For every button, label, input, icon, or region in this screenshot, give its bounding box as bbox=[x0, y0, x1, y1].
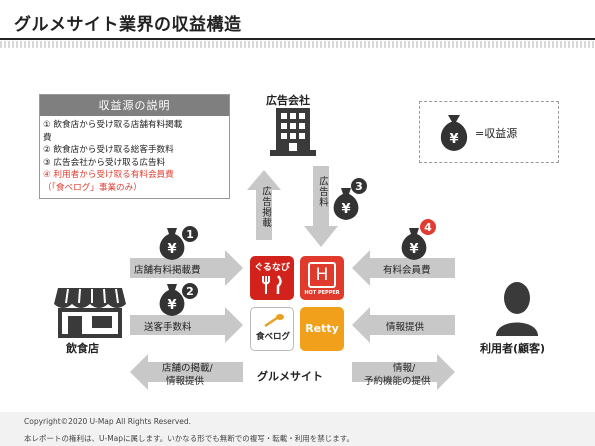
legend-item-3: ③ 広告会社から受け取る広告料 bbox=[43, 157, 166, 168]
legend-box: 収益源の説明 ① 飲食店から受け取る店舗有料掲載 費 ② 飲食店から受け取る総客… bbox=[39, 94, 230, 199]
notice-text: 本レポートの権利は、U-Mapに属します。いかなる形でも無断での複写・転載・利用… bbox=[24, 434, 355, 443]
copyright-text: Copyright©2020 U-Map All Rights Reserved… bbox=[24, 417, 192, 426]
hotpepper-logo: H HOT PEPPER bbox=[300, 256, 344, 300]
info-booking-label-1: 情報/ bbox=[393, 363, 416, 374]
arrow-store-info bbox=[130, 354, 243, 390]
page-title: グルメサイト業界の収益構造 bbox=[14, 15, 242, 35]
store-icon bbox=[54, 288, 126, 338]
arrow-referral-fee bbox=[130, 307, 243, 343]
retty-text: Retty bbox=[305, 322, 339, 335]
gurunavi-text: ぐるなび bbox=[254, 263, 290, 273]
ad-placement-label: 広告掲載 bbox=[260, 186, 271, 228]
legend-item-2: ② 飲食店から受け取る総客手数料 bbox=[43, 145, 174, 155]
store-info-label-2: 情報提供 bbox=[166, 376, 205, 387]
svg-text:¥: ¥ bbox=[449, 132, 458, 147]
arrow-ad-placement bbox=[247, 170, 281, 240]
badge-4-text: 4 bbox=[424, 221, 432, 234]
badge-2-text: 2 bbox=[186, 285, 194, 298]
arrow-info-booking bbox=[352, 354, 455, 390]
arrow-member-fee bbox=[352, 250, 455, 286]
badge-3 bbox=[351, 178, 367, 194]
retty-logo: Retty bbox=[300, 307, 344, 351]
info-provision-label: 情報提供 bbox=[386, 322, 425, 333]
listing-fee-label: 店舗有料掲載費 bbox=[134, 265, 201, 276]
user-label: 利用者(顧客) bbox=[480, 342, 546, 355]
legend-item-1-cont: 費 bbox=[43, 132, 52, 143]
arrow-info-provision bbox=[352, 307, 455, 343]
gourmet-site-label: グルメサイト bbox=[257, 370, 323, 383]
money-bag-icon bbox=[159, 284, 185, 316]
gurunavi-logo: ぐるなび bbox=[250, 256, 294, 300]
badge-4 bbox=[420, 219, 436, 235]
tabelog-text: 食べログ bbox=[255, 332, 290, 342]
revenue-key-label: =収益源 bbox=[475, 127, 518, 140]
money-bag-icon: ¥ bbox=[440, 115, 468, 151]
money-bag-icon bbox=[159, 228, 185, 260]
legend-header: 収益源の説明 bbox=[40, 95, 229, 116]
tabelog-logo: 食べログ bbox=[250, 307, 294, 351]
badge-1-text: 1 bbox=[186, 228, 194, 241]
store-info-label-1: 店舗の掲載/ bbox=[162, 363, 213, 374]
title-rule bbox=[0, 38, 595, 40]
title-stripe bbox=[0, 41, 595, 48]
legend-body: ① 飲食店から受け取る店舗有料掲載 費 ② 飲食店から受け取る総客手数料 ③ 広… bbox=[40, 116, 229, 198]
ad-company-label: 広告会社 bbox=[266, 94, 310, 107]
badge-3-text: 3 bbox=[355, 180, 363, 193]
revenue-key: ¥ =収益源 bbox=[419, 101, 559, 163]
user-icon bbox=[496, 282, 538, 336]
fork-knife-icon bbox=[262, 275, 282, 294]
referral-fee-label: 送客手数料 bbox=[144, 322, 192, 333]
building-icon bbox=[270, 108, 316, 156]
legend-item-1: ① 飲食店から受け取る店舗有料掲載 bbox=[43, 120, 183, 130]
member-fee-label: 有料会員費 bbox=[383, 265, 431, 276]
restaurant-label: 飲食店 bbox=[66, 342, 99, 355]
arrow-listing-fee bbox=[130, 250, 243, 286]
hotpepper-mark: H bbox=[308, 262, 336, 288]
spoon-icon bbox=[264, 314, 284, 328]
arrow-ad-fee bbox=[304, 166, 338, 247]
info-booking-label-2: 予約機能の提供 bbox=[364, 376, 431, 387]
legend-item-4-note: （「食べログ」事業のみ） bbox=[43, 182, 142, 193]
footer: Copyright©2020 U-Map All Rights Reserved… bbox=[0, 412, 595, 446]
hotpepper-text: HOT PEPPER bbox=[304, 290, 340, 296]
ad-fee-label: 広告料 bbox=[317, 176, 328, 208]
badge-1 bbox=[182, 226, 198, 242]
legend-item-4: ④ 利用者から受け取る有料会員費 bbox=[43, 170, 174, 180]
badge-2 bbox=[182, 283, 198, 299]
